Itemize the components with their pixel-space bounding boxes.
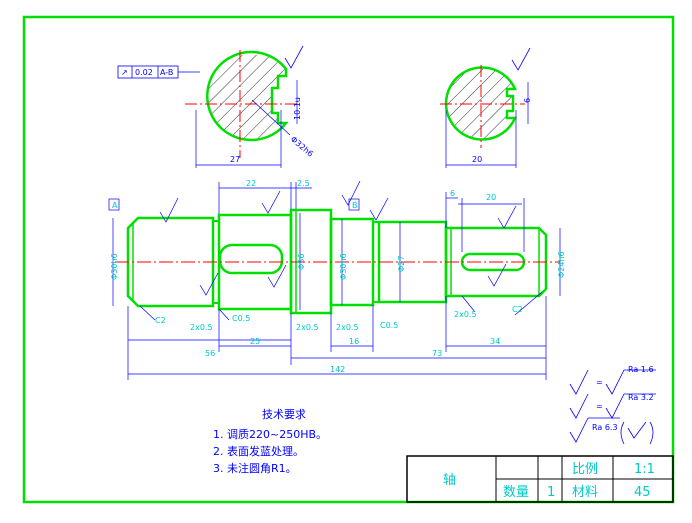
gtol-value: 0.02	[135, 68, 153, 77]
dim-73: 73	[432, 349, 442, 358]
note-1: 1. 调质220~250HB。	[213, 428, 327, 441]
dim-phi30: Φ30h6	[110, 253, 119, 280]
roughness-2: Ra 3.2	[628, 393, 654, 402]
dim-22: 22	[246, 179, 256, 188]
part-name: 轴	[443, 473, 456, 488]
dim-25: 25	[250, 337, 260, 346]
dimension-labels: 22 2.5 6 20 A B Φ30h6 Φ36 Φ30h6 Φ27 Φ24h…	[110, 179, 566, 374]
notes-title: 技术要求	[262, 408, 306, 421]
qty-label: 数量	[503, 485, 529, 500]
shaft-main-view	[115, 208, 560, 315]
svg-text:=: =	[596, 402, 603, 411]
dim-c05-a: C0.5	[232, 314, 250, 323]
section-left-width: 27	[230, 155, 240, 164]
gtol-symbol: ↗	[121, 68, 128, 77]
dim-phi24: Φ24h6	[557, 251, 566, 278]
roughness-1: Ra 1.6	[628, 365, 654, 374]
note-2: 2. 表面发蓝处理。	[213, 444, 304, 458]
dim-16: 16	[349, 337, 359, 346]
section-left-outline	[206, 50, 289, 142]
dim-2x05-c: 2x0.5	[336, 323, 359, 332]
dim-6: 6	[450, 189, 455, 198]
material-value: 45	[634, 485, 651, 500]
title-block	[406, 455, 674, 503]
dim-c2-right: C2	[512, 305, 523, 314]
scale-value: 1:1	[634, 462, 655, 477]
section-left: 27 10.1u Φ32h6 ↗ 0.02 A-B	[117, 45, 315, 168]
dim-56: 56	[205, 349, 215, 358]
dim-phi27: Φ27	[397, 256, 406, 272]
dim-2x05-a: 2x0.5	[190, 323, 213, 332]
qty-value: 1	[547, 485, 555, 500]
dim-c2-left: C2	[155, 316, 166, 325]
datum-a: A	[112, 201, 118, 210]
dim-34: 34	[490, 337, 500, 346]
drawing-frame	[22, 15, 675, 504]
roughness-legend: = =	[569, 369, 656, 445]
dimensions	[108, 180, 561, 380]
material-label: 材料	[572, 485, 598, 500]
dim-142: 142	[330, 365, 345, 374]
dim-phi36: Φ36	[297, 254, 306, 270]
scale-label: 比例	[572, 462, 598, 477]
section-right-width: 20	[472, 155, 482, 164]
datum-b: B	[352, 201, 358, 210]
section-right-depth: 6	[523, 98, 532, 103]
technical-notes: 技术要求 1. 调质220~250HB。 2. 表面发蓝处理。 3. 未注圆角R…	[213, 408, 327, 475]
dim-2x05-b: 2x0.5	[296, 323, 319, 332]
section-left-hole: Φ32h6	[289, 135, 315, 159]
roughness-3: Ra 6.3	[592, 423, 618, 432]
dim-c05-b: C0.5	[380, 321, 398, 330]
section-right-outline	[444, 66, 517, 141]
dim-20: 20	[486, 193, 496, 202]
dim-phi30b: Φ30h6	[339, 253, 348, 280]
note-3: 3. 未注圆角R1。	[213, 461, 297, 475]
dim-2-5: 2.5	[297, 179, 310, 188]
svg-text:=: =	[596, 378, 603, 387]
gtol-datum: A-B	[160, 68, 173, 77]
dim-2x05-d: 2x0.5	[454, 310, 477, 319]
section-left-depth: 10.1u	[293, 97, 302, 120]
section-right: 20 6	[440, 47, 532, 168]
